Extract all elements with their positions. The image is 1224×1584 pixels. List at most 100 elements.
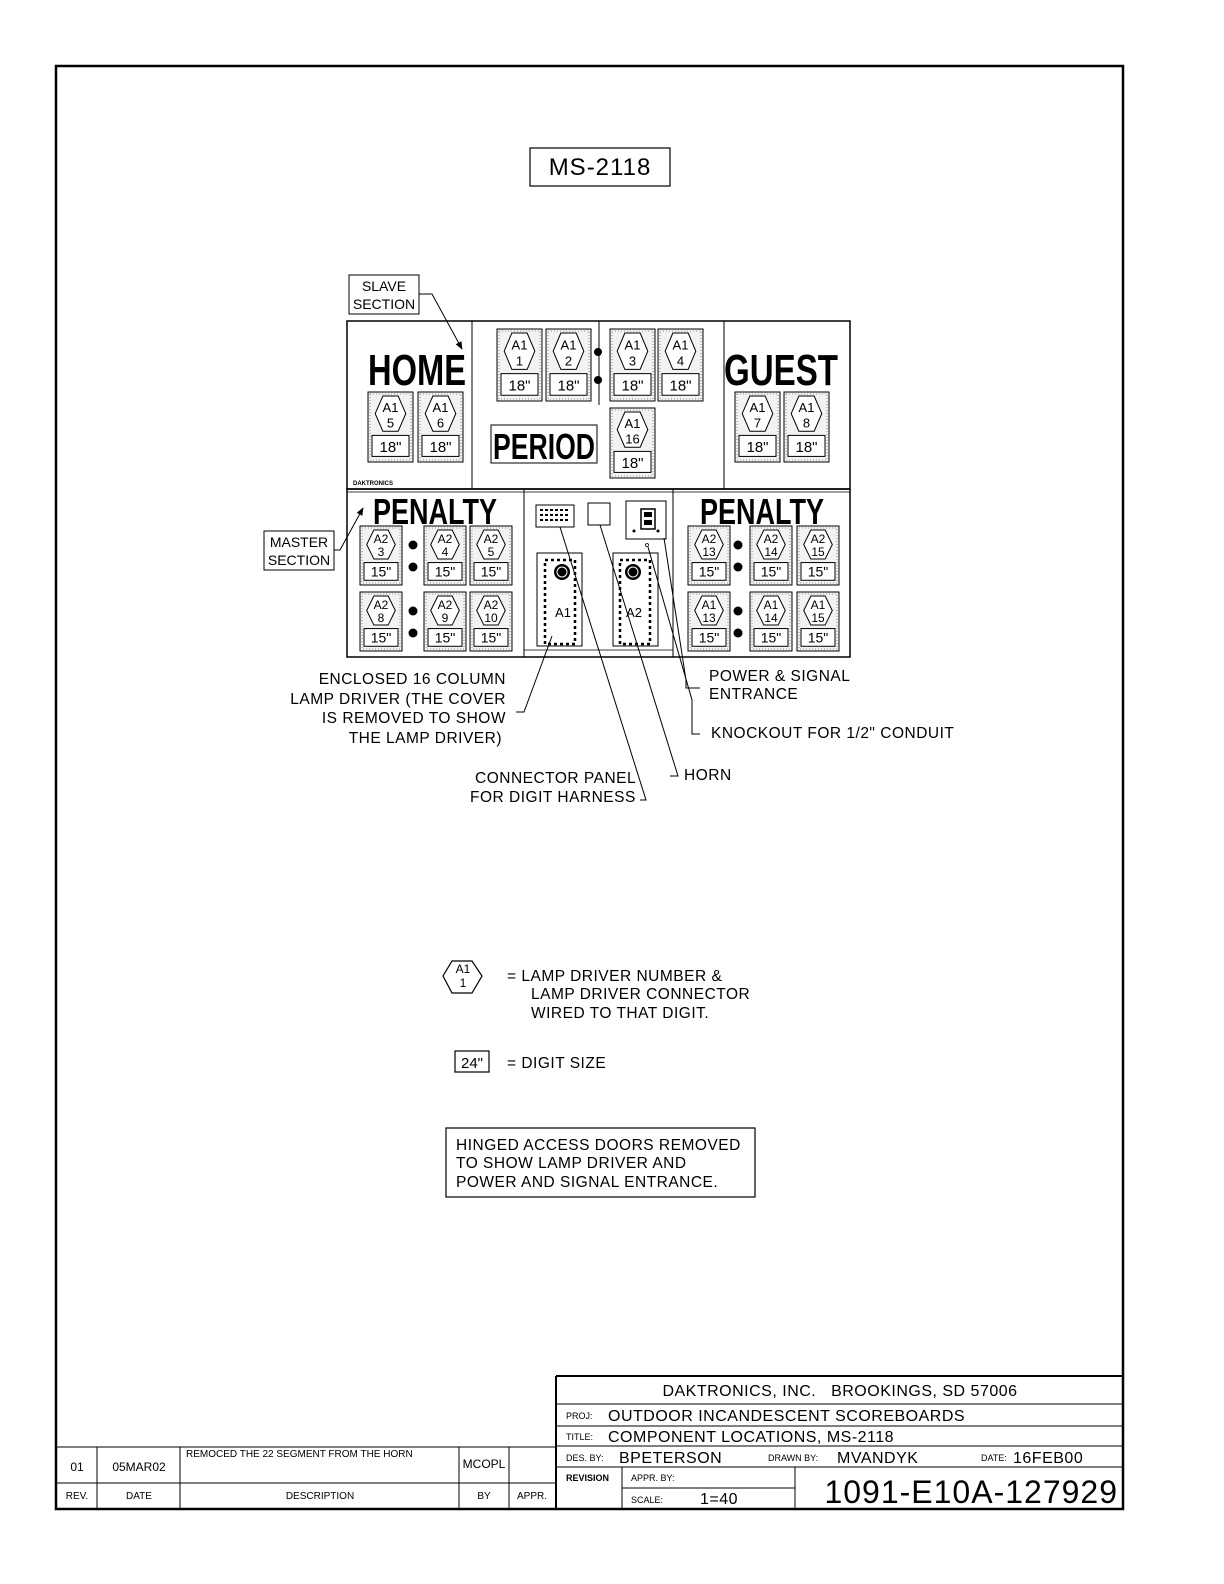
revision-by: MCOPL: [463, 1457, 506, 1471]
revision-header-date: DATE: [126, 1491, 152, 1502]
upper-digit-5-size: 18": [429, 439, 451, 456]
legend-hex-symbol: [442, 960, 483, 994]
title-block-revision-label: REVISION: [566, 1473, 609, 1483]
lower-digit-8-connector: 15: [811, 545, 825, 559]
upper-digit-1-size: 18": [557, 377, 579, 394]
scoreboard: HOME GUEST PERIOD PENALTY PENALTY DAKTRO…: [346, 320, 851, 658]
note-line2: TO SHOW LAMP DRIVER AND: [456, 1155, 687, 1172]
lower-digit-4-driver: A2: [438, 598, 453, 612]
upper-digit-5-connector: 6: [437, 416, 444, 431]
lower-digit-10-driver: A1: [764, 598, 779, 612]
title-block: [556, 1375, 1123, 1509]
title-block-proj-label: PROJ:: [566, 1411, 593, 1421]
model-label-box: MS-2118: [529, 147, 671, 187]
revision-header-by: BY: [477, 1491, 491, 1502]
lower-digit-3-size: 15": [371, 629, 392, 645]
legend-size-text: = DIGIT SIZE: [507, 1055, 606, 1072]
upper-digit-7-size: 18": [746, 439, 768, 456]
master-section-label-line2: SECTION: [268, 552, 330, 568]
upper-digit-3-driver: A1: [673, 337, 689, 352]
lower-digit-0-connector: 3: [378, 545, 385, 559]
lamp-driver-callout: ENCLOSED 16 COLUMN LAMP DRIVER (THE COVE…: [290, 671, 506, 747]
upper-digit-2-size: 18": [621, 377, 643, 394]
title-block-proj: OUTDOOR INCANDESCENT SCOREBOARDS: [608, 1408, 965, 1425]
connector-panel: [535, 504, 575, 528]
horn: [587, 502, 611, 526]
upper-digit-4: A15 18": [367, 391, 414, 463]
lower-digit-10-connector: 14: [764, 611, 778, 625]
lower-digit-group: A2315"A2415"A2515"A2815"A2915"A21015"A21…: [359, 525, 840, 652]
lower-digit-2-connector: 5: [488, 545, 495, 559]
title-block-scale: 1=40: [700, 1491, 738, 1508]
upper-digit-8-connector: 8: [803, 416, 810, 431]
master-section-panel: [346, 488, 851, 658]
lower-digit-9-connector: 13: [702, 611, 716, 625]
lower-digit-3-driver: A2: [374, 598, 389, 612]
guest-label: GUEST: [724, 346, 838, 395]
title-block-drawn-by: MVANDYK: [837, 1450, 918, 1467]
upper-digit-2-connector: 3: [629, 354, 636, 369]
connector-panel-callout-line2: FOR DIGIT HARNESS: [470, 789, 636, 806]
upper-digit-1-connector: 2: [565, 354, 572, 369]
lower-digit-11-size: 15": [808, 629, 829, 645]
lamp-driver-a1: A1: [536, 552, 583, 647]
legend-symbol-text-line3: WIRED TO THAT DIGIT.: [531, 1005, 709, 1022]
lamp-driver-a2: A2: [612, 552, 659, 647]
revision-description: REMOCED THE 22 SEGMENT FROM THE HORN: [186, 1449, 413, 1460]
upper-digit-8-size: 18": [795, 439, 817, 456]
legend-symbol-line2: 1: [460, 976, 467, 990]
revision-header-rev: REV.: [66, 1491, 88, 1502]
lower-digit-7-connector: 14: [764, 545, 778, 559]
title-block-scale-label: SCALE:: [631, 1495, 663, 1505]
revision-table: [56, 1376, 557, 1509]
upper-digit-4-connector: 5: [387, 416, 394, 431]
lamp-driver-a1-label: A1: [555, 605, 571, 620]
legend-symbol-line1: A1: [456, 962, 471, 976]
lower-digit-8-driver: A2: [811, 532, 826, 546]
lamp-driver-callout-line3: IS REMOVED TO SHOW: [322, 710, 506, 727]
upper-digit-6-connector: 16: [625, 432, 639, 447]
upper-digit-0-size: 18": [508, 377, 530, 394]
legend: A1 1 = LAMP DRIVER NUMBER & LAMP DRIVER …: [442, 960, 750, 1073]
period-label: PERIOD: [493, 426, 595, 467]
title-block-drawn-label: DRAWN BY:: [768, 1453, 818, 1463]
lower-digit-11-connector: 15: [811, 611, 825, 625]
lower-digit-4-size: 15": [435, 629, 456, 645]
slave-section-label-line1: SLAVE: [362, 278, 406, 294]
title-block-appr-label: APPR. BY:: [631, 1473, 675, 1483]
upper-digit-6-size: 18": [621, 455, 643, 472]
title-block-company: DAKTRONICS, INC. BROOKINGS, SD 57006: [662, 1383, 1017, 1400]
legend-symbol-text-line1: = LAMP DRIVER NUMBER &: [507, 968, 722, 985]
lower-digit-6-size: 15": [699, 563, 720, 579]
power-signal-callout: POWER & SIGNAL ENTRANCE: [709, 668, 850, 703]
legend-size-symbol-box: [454, 1050, 490, 1073]
connector-panel-callout-line1: CONNECTOR PANEL: [475, 770, 636, 787]
upper-digit-4-size: 18": [379, 439, 401, 456]
lower-digit-7-size: 15": [761, 563, 782, 579]
power-signal-entrance: [625, 500, 667, 540]
revision-header-appr: APPR.: [517, 1491, 547, 1502]
brand-small-label: DAKTRONICS: [353, 481, 393, 487]
lower-digit-1-size: 15": [435, 563, 456, 579]
connector-panel-callout: CONNECTOR PANEL FOR DIGIT HARNESS: [470, 770, 636, 806]
knockout: [645, 543, 649, 547]
revision-header-description: DESCRIPTION: [286, 1491, 354, 1502]
note-box: HINGED ACCESS DOORS REMOVED TO SHOW LAMP…: [445, 1127, 756, 1198]
lower-digit-9-driver: A1: [702, 598, 717, 612]
title-block-title: COMPONENT LOCATIONS, MS-2118: [608, 1429, 894, 1446]
upper-digit-6-driver: A1: [625, 416, 641, 431]
lower-digit-9-size: 15": [699, 629, 720, 645]
lower-digit-6-driver: A2: [702, 532, 717, 546]
upper-digit-4-driver: A1: [383, 400, 399, 415]
model-label: MS-2118: [549, 154, 652, 181]
penalty-right-label: PENALTY: [700, 491, 824, 532]
